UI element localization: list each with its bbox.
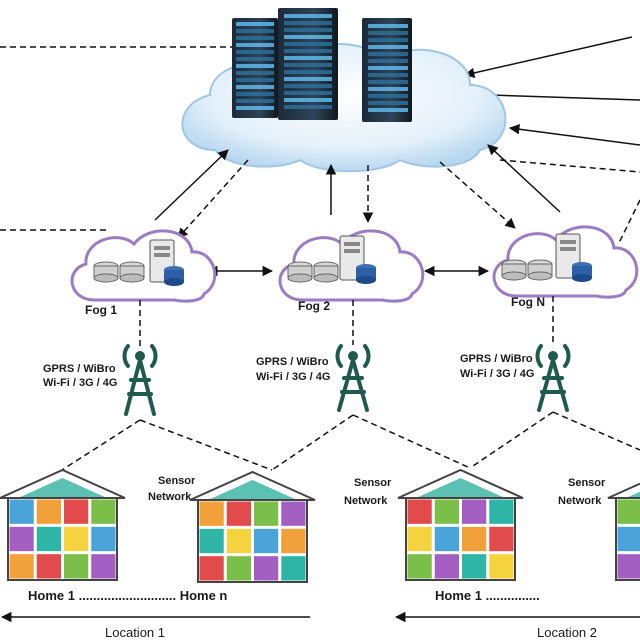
database-icon <box>287 261 339 283</box>
central-cloud <box>181 43 507 173</box>
sensor-label-3-line2: Network <box>558 495 602 507</box>
server-icon <box>555 233 592 282</box>
link-label-3-line1: GPRS / WiBro <box>460 353 533 365</box>
home-range-location-1: Home 1 ........................... Home … <box>28 588 227 603</box>
home-range-location-2: Home 1 ............... <box>435 588 540 603</box>
dashed-arrow-cloud-to-fogn <box>439 161 516 229</box>
link-label-2-line2: Wi-Fi / 3G / 4G <box>256 371 330 383</box>
dashed-arrow-cloud-to-fog1 <box>177 159 249 239</box>
fog-node-2 <box>278 229 425 303</box>
server-rack-icon <box>232 8 412 122</box>
database-icon <box>501 259 553 281</box>
sensor-label-1-line1: Sensor <box>158 475 196 487</box>
house-icon <box>397 468 524 581</box>
cell-tower-icon <box>535 344 571 412</box>
location-label-2: Location 2 <box>537 625 597 640</box>
sensor-label-2-line2: Network <box>344 495 388 507</box>
sensor-label-1-line2: Network <box>148 491 192 503</box>
link-label-1-line2: Wi-Fi / 3G / 4G <box>43 377 117 389</box>
fog-label-n: Fog N <box>511 295 545 309</box>
fog-label-1: Fog 1 <box>85 303 117 317</box>
cell-tower-icon <box>122 344 158 416</box>
house-icon <box>607 482 640 581</box>
link-label-1-line1: GPRS / WiBro <box>43 363 116 375</box>
house-icon <box>189 470 316 583</box>
arrow-fogn-to-cloud <box>487 144 561 213</box>
location-label-1: Location 1 <box>105 625 165 640</box>
server-icon <box>149 239 184 286</box>
right-edge-arrow-3 <box>508 124 640 146</box>
right-edge-dashed-4 <box>499 159 640 173</box>
right-edge-arrow-1 <box>463 36 633 79</box>
link-label-3-line2: Wi-Fi / 3G / 4G <box>460 368 534 380</box>
database-icon <box>93 261 145 283</box>
fog-node-n <box>492 225 639 299</box>
sensor-label-2-line1: Sensor <box>354 477 392 489</box>
cell-tower-icon <box>335 344 371 412</box>
house-icon <box>0 468 126 581</box>
arrow-fog1-to-cloud <box>154 149 229 221</box>
right-edge-dashed-5 <box>617 199 640 246</box>
right-edge-line-2 <box>489 94 640 101</box>
fog-node-1 <box>70 229 217 303</box>
server-icon <box>339 235 376 284</box>
tower-home-links <box>61 411 640 471</box>
link-label-2-line1: GPRS / WiBro <box>256 356 329 368</box>
fog-label-2: Fog 2 <box>298 299 330 313</box>
sensor-label-3-line1: Sensor <box>568 477 606 489</box>
